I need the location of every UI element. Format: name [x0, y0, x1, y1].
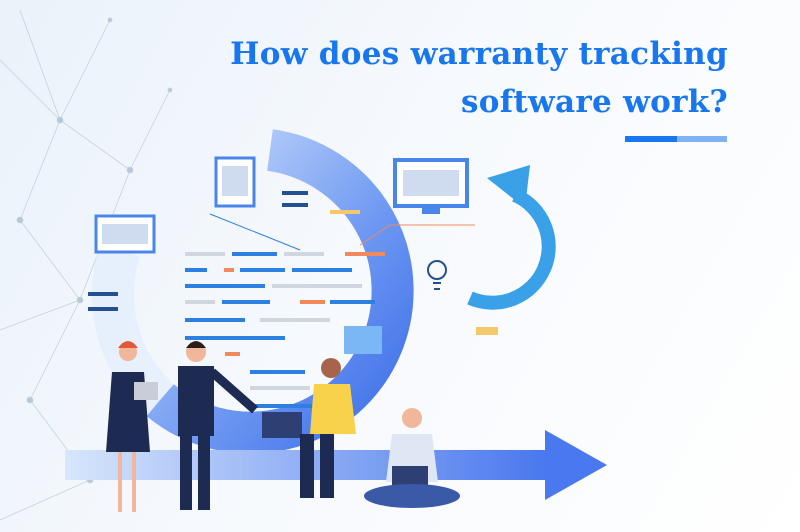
woman-with-tablet — [106, 341, 158, 512]
people-illustration — [106, 341, 460, 512]
man-with-laptop-sitting — [262, 358, 356, 498]
man-cross-legged-laptop — [364, 408, 460, 508]
chat-bubble-icon — [344, 326, 382, 354]
code-lines — [185, 213, 475, 408]
underline-light-segment — [677, 136, 727, 142]
arrows-icon — [88, 191, 308, 311]
monitor-icon — [393, 158, 469, 214]
underline-dark-segment — [625, 136, 677, 142]
page-title: How does warranty tracking software work… — [230, 30, 728, 126]
title-underline — [625, 136, 727, 142]
cycle-arrow-icon — [467, 165, 556, 310]
monitor-icon — [94, 214, 156, 254]
document-icon — [214, 156, 256, 208]
title-line-2: software work? — [461, 84, 728, 120]
lightbulb-icon — [427, 260, 447, 290]
title-line-1: How does warranty tracking — [230, 36, 728, 72]
man-pointing — [178, 341, 258, 510]
network-background — [0, 9, 173, 521]
